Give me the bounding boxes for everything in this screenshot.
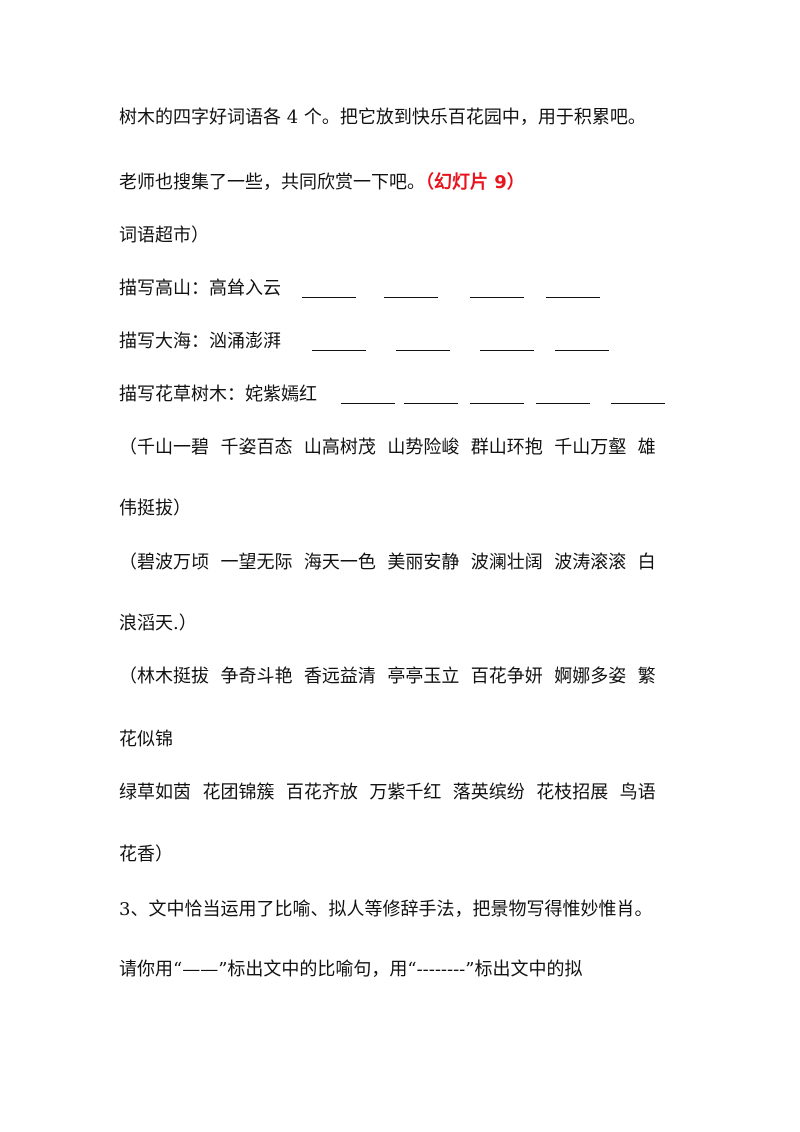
mountain-label: 描写高山：高耸入云 [119,278,281,299]
text-line-11: （林木挺拔 争奇斗艳 香远益清 亭亭玉立 百花争妍 婀娜多姿 繁 [119,666,656,687]
text-line-2: 老师也搜集了一些，共同欣赏一下吧。（幻灯片 9） [119,171,525,195]
flower-blank-4 [536,385,590,404]
text-line-3: 词语超市） [119,225,209,246]
mountain-blank-1 [302,279,356,298]
mountain-blank-2 [384,279,438,298]
text-line-8: 伟挺拔） [119,498,191,519]
mountain-blank-4 [546,279,600,298]
text-line-2-body: 老师也搜集了一些，共同欣赏一下吧。 [119,172,425,193]
flower-row: 描写花草树木：姹紫嫣红 [119,383,665,407]
sea-blank-3 [480,332,534,351]
flower-blank-3 [470,385,524,404]
sea-row: 描写大海：汹涌澎湃 [119,330,609,354]
sea-blank-2 [396,332,450,351]
mountain-row: 描写高山：高耸入云 [119,277,600,301]
text-line-7: （千山一碧 千姿百态 山高树茂 山势险峻 群山环抱 千山万壑 雄 [119,437,656,458]
sea-blank-4 [555,332,609,351]
text-line-14: 花香） [119,844,173,865]
text-line-9: （碧波万顷 一望无际 海天一色 美丽安静 波澜壮阔 波涛滚滚 白 [119,552,656,573]
flower-label: 描写花草树木：姹紫嫣红 [119,384,317,405]
text-line-12: 花似锦 [119,729,173,750]
mountain-blank-3 [470,279,524,298]
flower-blank-5 [611,385,665,404]
text-line-15: 3、文中恰当运用了比喻、拟人等修辞手法，把景物写得惟妙惟肖。 [119,899,653,920]
text-line-1: 树木的四字好词语各 4 个。把它放到快乐百花园中，用于积累吧。 [119,107,646,128]
flower-blank-1 [341,385,395,404]
flower-blank-2 [404,385,458,404]
sea-label: 描写大海：汹涌澎湃 [119,331,281,352]
text-line-10: 浪滔天.） [119,613,197,634]
sea-blank-1 [312,332,366,351]
text-line-16: 请你用“——”标出文中的比喻句，用“--------”标出文中的拟 [119,959,583,980]
text-line-13: 绿草如茵 花团锦簇 百花齐放 万紫千红 落英缤纷 花枝招展 鸟语 [119,782,656,803]
slide-reference: （幻灯片 9） [425,172,525,193]
